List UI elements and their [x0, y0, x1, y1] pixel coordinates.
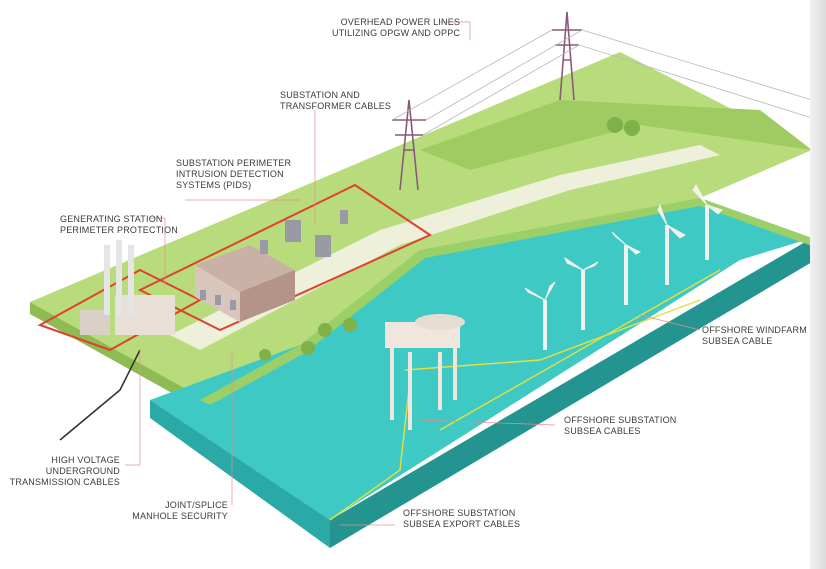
callout-perimeter-pids: SUBSTATION PERIMETER INTRUSION DETECTION…	[176, 158, 291, 191]
callout-line: OFFSHORE SUBSTATION	[564, 415, 677, 425]
callout-line: PERIMETER PROTECTION	[60, 225, 179, 235]
callout-line: SYSTEMS (PIDS)	[176, 180, 252, 190]
callout-line: SUBSTATION PERIMETER	[176, 158, 292, 168]
callout-line: OVERHEAD POWER LINES	[340, 17, 461, 27]
wind-turbine-icon	[524, 183, 723, 350]
subsea-cables	[329, 269, 721, 521]
transmission-tower-icon	[392, 99, 426, 191]
callout-line: TRANSFORMER CABLES	[280, 101, 392, 111]
callout-overhead-power-lines: OVERHEAD POWER LINES UTILIZING OPGW AND …	[332, 17, 460, 39]
overhead-power-lines	[391, 29, 813, 136]
callout-line: SUBSEA EXPORT CABLES	[403, 519, 521, 529]
offshore-platform-icon	[385, 314, 465, 430]
coastal-road	[170, 145, 720, 350]
callout-line: UTILIZING OPGW AND OPPC	[332, 28, 461, 38]
callout-offshore-windfarm: OFFSHORE WINDFARM SUBSEA CABLE	[702, 325, 807, 347]
sea-surface	[150, 198, 812, 520]
callout-line: JOINT/SPLICE	[165, 500, 228, 510]
chimney-icon	[128, 245, 134, 315]
tree-icon	[259, 117, 640, 361]
callout-line: SUBSEA CABLES	[564, 426, 641, 436]
switchyard-equipment	[200, 210, 348, 310]
callout-generating-station: GENERATING STATION PERIMETER PROTECTION	[60, 214, 178, 236]
callout-line: TRANSMISSION CABLES	[9, 477, 120, 487]
underground-transmission-cable	[59, 349, 141, 441]
generating-station	[80, 240, 175, 335]
chimney-icon	[104, 245, 110, 315]
callout-leader-lines	[125, 21, 701, 526]
callout-line: INTRUSION DETECTION	[176, 169, 284, 179]
callout-line: OFFSHORE WINDFARM	[702, 325, 807, 335]
substation-building	[195, 245, 295, 322]
callout-line: OFFSHORE SUBSTATION	[403, 508, 516, 518]
callout-line: MANHOLE SECURITY	[132, 511, 228, 521]
chimney-icon	[116, 240, 122, 315]
callout-offshore-substation: OFFSHORE SUBSTATION SUBSEA CABLES	[564, 415, 676, 437]
callout-line: SUBSEA CABLE	[702, 336, 773, 346]
callout-line: UNDERGROUND	[45, 466, 120, 476]
sea-front-face	[150, 400, 330, 548]
page-edge-shadow	[810, 0, 826, 569]
callout-hv-underground: HIGH VOLTAGE UNDERGROUND TRANSMISSION CA…	[8, 455, 120, 488]
shoreline-bank	[200, 198, 812, 405]
callout-line: HIGH VOLTAGE	[51, 455, 120, 465]
substation-perimeter	[137, 183, 433, 332]
callout-line: SUBSTATION AND	[280, 90, 360, 100]
sea-right-face	[330, 238, 812, 548]
callout-line: GENERATING STATION	[60, 214, 163, 224]
transmission-tower-icon	[552, 11, 582, 101]
callout-substation-cables: SUBSTATION AND TRANSFORMER CABLES	[280, 90, 391, 112]
callout-export-cables: OFFSHORE SUBSTATION SUBSEA EXPORT CABLES	[403, 508, 520, 530]
land-ridge	[420, 100, 812, 170]
callout-manhole-security: JOINT/SPLICE MANHOLE SECURITY	[130, 500, 228, 522]
